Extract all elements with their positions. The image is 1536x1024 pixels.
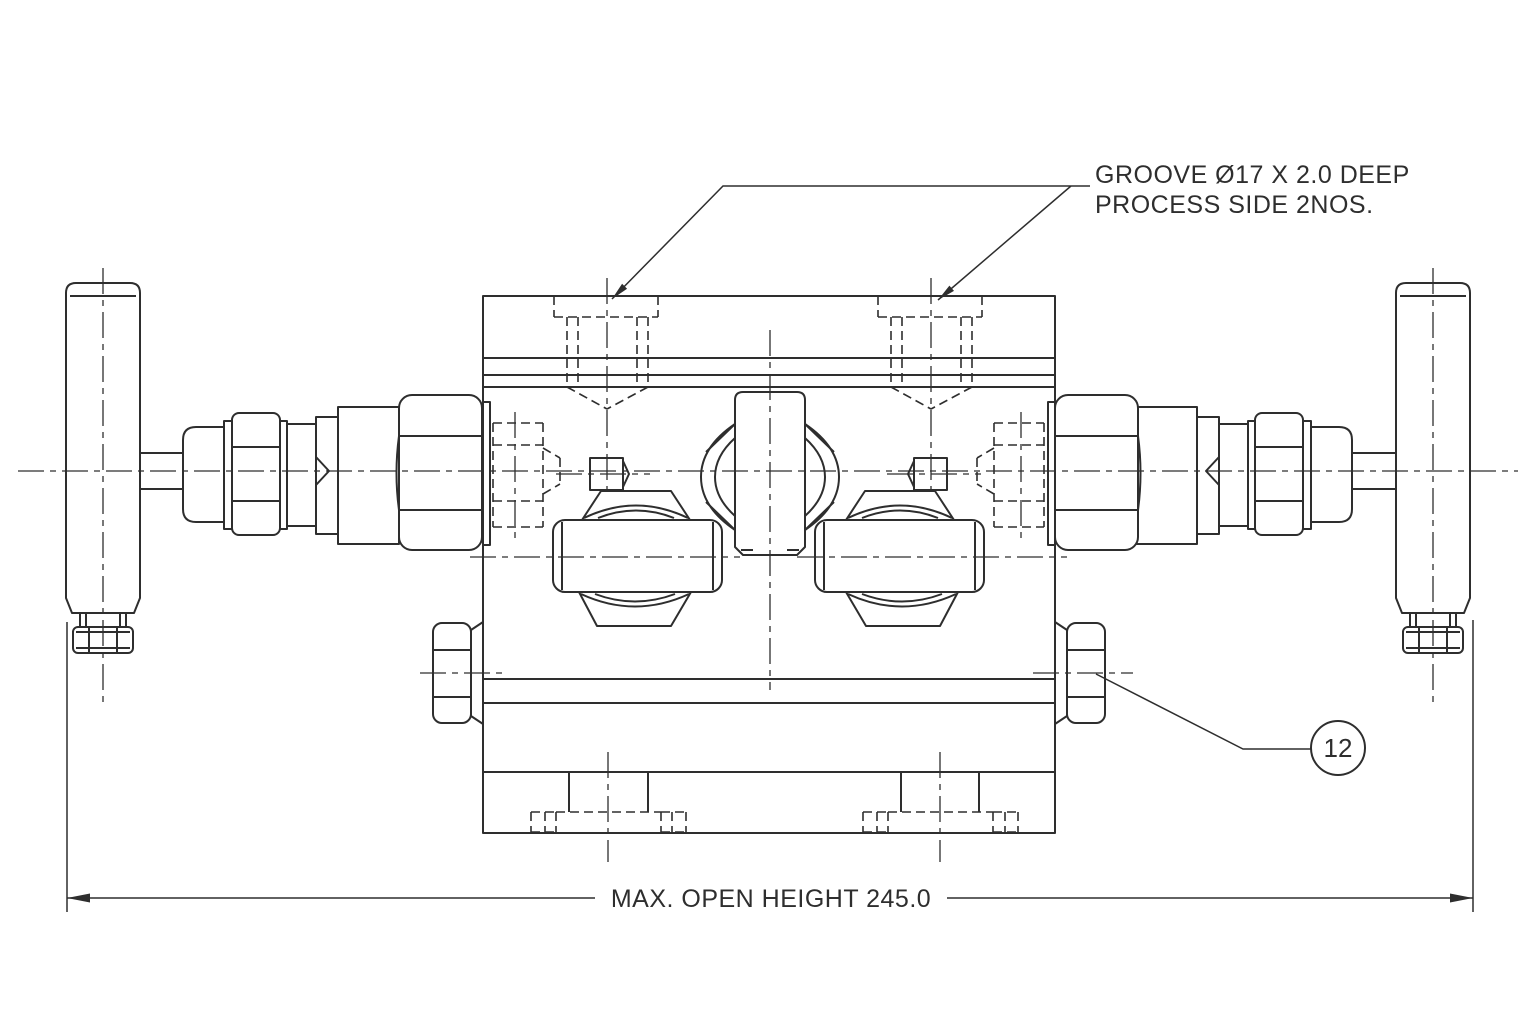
right-packing-hex-facets bbox=[1255, 446, 1303, 502]
inner-valve-left bbox=[552, 457, 723, 627]
inner-right-bottom-hex bbox=[845, 591, 959, 627]
equalizer-hex-left-wing bbox=[700, 423, 736, 531]
inner-left-handle-bar bbox=[552, 519, 723, 593]
groove-note-line1: GROOVE Ø17 X 2.0 DEEP bbox=[1095, 161, 1410, 189]
left-isolate-valve bbox=[140, 394, 491, 551]
dimension-label: MAX. OPEN HEIGHT 245.0 bbox=[611, 885, 931, 913]
left-bonnet-cylinder bbox=[337, 406, 400, 545]
left-ring bbox=[315, 416, 339, 535]
hidden-lines bbox=[492, 296, 1045, 833]
inner-right-top-hex-arcs bbox=[847, 504, 953, 519]
right-packing-hex bbox=[1254, 412, 1304, 536]
left-union-nut bbox=[398, 394, 483, 551]
right-spacer bbox=[1218, 423, 1249, 527]
right-washer-inner bbox=[1247, 420, 1256, 530]
right-bonnet-cylinder bbox=[1135, 406, 1198, 545]
left-washer-outer bbox=[223, 420, 233, 530]
right-union-nut bbox=[1054, 394, 1139, 551]
vent-right-hex-facets bbox=[1067, 649, 1105, 698]
inner-left-bottom-hex bbox=[578, 591, 692, 627]
inner-right-bottom-hex-arcs bbox=[847, 593, 957, 608]
right-handle-nut-facets bbox=[1406, 627, 1460, 653]
equalizer-hex-arcs bbox=[705, 423, 835, 531]
left-packing-hex-facets bbox=[232, 446, 280, 502]
inner-left-bar-ends bbox=[561, 522, 714, 590]
groove-left-hidden bbox=[553, 296, 659, 410]
inner-left-bottom-hex-arcs bbox=[580, 593, 690, 608]
left-washer-inner bbox=[279, 420, 288, 530]
right-washer-outer bbox=[1302, 420, 1312, 530]
body-plate-lines bbox=[483, 357, 1055, 773]
vent-left-hex-facets bbox=[433, 649, 471, 698]
groove-leader-arrow-right bbox=[938, 285, 954, 300]
left-spacer bbox=[286, 423, 317, 527]
balloon-12: 12 bbox=[1095, 673, 1366, 776]
balloon-circle bbox=[1310, 720, 1366, 776]
left-stem bbox=[140, 452, 183, 490]
mounting-flange-slots bbox=[568, 772, 980, 812]
dimension-arrow-right bbox=[1450, 893, 1473, 903]
right-body-boss bbox=[1047, 401, 1056, 546]
right-gland-cap bbox=[1310, 426, 1353, 523]
centerlines bbox=[18, 268, 1518, 862]
balloon-leader-line bbox=[1095, 673, 1311, 750]
left-packing-hex bbox=[231, 412, 281, 536]
right-stem bbox=[1352, 452, 1396, 490]
left-union-nut-facets bbox=[395, 435, 486, 511]
flange-slot-right-hidden bbox=[862, 811, 1019, 833]
left-handle-nut-facets bbox=[76, 627, 130, 653]
inner-left-top-hex-arcs bbox=[583, 504, 689, 519]
dimension-max-open-height: MAX. OPEN HEIGHT 245.0 bbox=[66, 620, 1474, 913]
right-ring bbox=[1196, 416, 1220, 535]
inner-right-bar-ends bbox=[823, 522, 976, 590]
balloon-label: 12 bbox=[1324, 733, 1353, 763]
left-gland-cap bbox=[182, 426, 225, 523]
right-isolate-valve bbox=[1047, 394, 1396, 551]
groove-callout: GROOVE Ø17 X 2.0 DEEP PROCESS SIDE 2NOS. bbox=[611, 161, 1410, 301]
right-union-nut-facets bbox=[1051, 435, 1142, 511]
groove-leader-lines bbox=[611, 185, 1090, 301]
right-handle-posts bbox=[1409, 613, 1457, 627]
equalizer-hex-right-wing bbox=[804, 423, 840, 531]
dimension-extension-lines bbox=[66, 620, 1474, 912]
groove-leader-arrow-left bbox=[612, 283, 628, 299]
left-body-boss bbox=[482, 401, 491, 546]
groove-note-line2: PROCESS SIDE 2NOS. bbox=[1095, 191, 1374, 219]
groove-right-hidden bbox=[877, 296, 983, 410]
left-handle-posts bbox=[79, 613, 127, 627]
inner-right-handle-bar bbox=[814, 519, 985, 593]
inner-left-seat-cone bbox=[622, 460, 630, 488]
dimension-arrow-left bbox=[67, 893, 90, 903]
